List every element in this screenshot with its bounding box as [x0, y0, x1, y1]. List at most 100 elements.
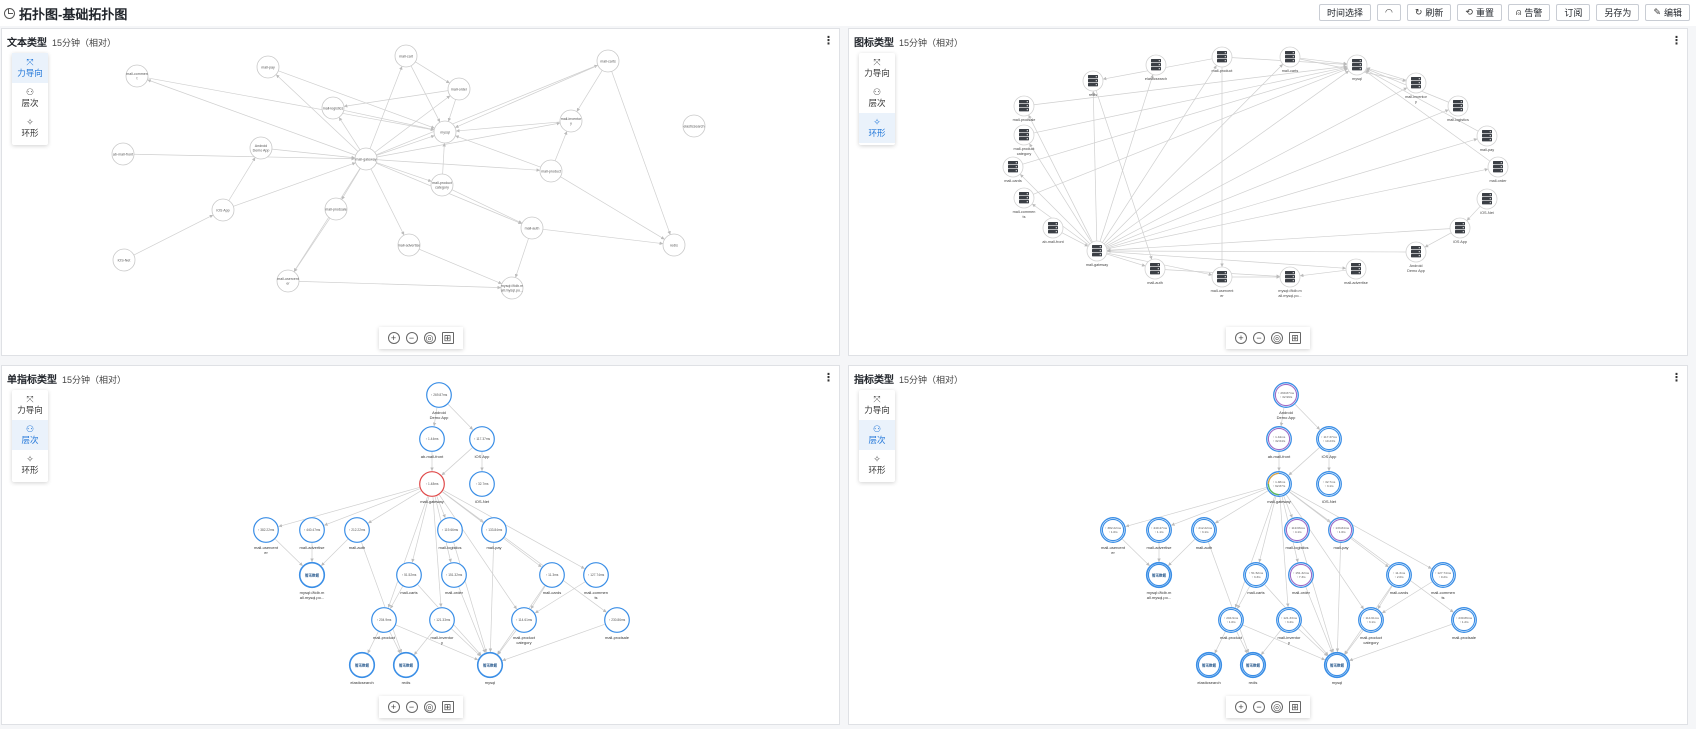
layout-force-button[interactable]: ⤧力导向 — [12, 390, 48, 420]
graph-node[interactable]: mall-advertise — [397, 233, 421, 257]
graph-node[interactable]: mall-prodsale — [1013, 95, 1036, 122]
graph-node[interactable]: 暂无数据mysql://tidb.mall.mysql.po... — [298, 561, 326, 600]
alert-button[interactable]: ⍝告警 — [1507, 4, 1551, 21]
layout-hierarchy-button[interactable]: ⚇层次 — [859, 83, 895, 113]
graph-node[interactable]: 暂无数据mysql://tidb.mall.mysql.po... — [1145, 561, 1173, 600]
layout-ring-button[interactable]: ✧环形 — [859, 450, 895, 480]
graph-node[interactable]: mall-carts — [596, 49, 620, 73]
graph-node[interactable]: mall-auth — [520, 216, 544, 240]
time-select-button[interactable]: 时间选择 — [1318, 4, 1371, 21]
zoom-in-icon[interactable]: + — [1235, 332, 1247, 344]
subscribe-button[interactable]: 订阅 — [1556, 4, 1591, 21]
graph-node[interactable]: ab-mall-front — [1042, 217, 1065, 244]
fit-view-icon[interactable]: ⊞ — [1289, 332, 1301, 344]
speed-button[interactable]: ◠ — [1377, 4, 1401, 21]
zoom-in-icon[interactable]: + — [1235, 701, 1247, 713]
graph-node[interactable]: iOS-Net — [1476, 188, 1498, 215]
graph-node[interactable]: iOS App — [1449, 217, 1471, 244]
layout-ring-button[interactable]: ✧环形 — [859, 113, 895, 143]
graph-node[interactable]: mall-prodsale — [324, 197, 348, 221]
zoom-in-icon[interactable]: + — [387, 701, 400, 713]
locate-icon[interactable]: ◎ — [423, 701, 436, 713]
more-menu-icon[interactable]: ⋮ — [1671, 35, 1682, 47]
layout-hierarchy-button[interactable]: ⚇层次 — [12, 83, 48, 113]
fit-view-icon[interactable]: ⊞ — [1289, 701, 1301, 713]
graph-node[interactable]: mall-advertise — [1344, 258, 1368, 285]
more-menu-icon[interactable]: ⋮ — [823, 372, 834, 384]
graph-node[interactable]: redis — [1082, 70, 1104, 97]
locate-icon[interactable]: ◎ — [1271, 701, 1283, 713]
graph-node[interactable]: mall-pay — [1476, 125, 1498, 152]
zoom-out-icon[interactable]: − — [1253, 332, 1265, 344]
layout-ring-button[interactable]: ✧环形 — [12, 113, 48, 143]
layout-hierarchy-button[interactable]: ⚇层次 — [859, 420, 895, 450]
zoom-out-icon[interactable]: − — [405, 701, 418, 713]
graph-node[interactable]: mall-pay — [256, 55, 280, 79]
topology-canvas[interactable]: mall-commentmall-paymall-cartmall-cartsm… — [2, 29, 841, 357]
edit-button[interactable]: ✎编辑 — [1645, 4, 1690, 21]
graph-node[interactable]: mall-product — [1212, 46, 1234, 73]
graph-node[interactable]: iOS App — [211, 198, 235, 222]
graph-node[interactable]: mall-auth — [1144, 258, 1166, 285]
zoom-in-icon[interactable]: + — [387, 332, 400, 344]
graph-node[interactable]: mall-logistics — [321, 96, 345, 120]
locate-icon[interactable]: ◎ — [1271, 332, 1283, 344]
graph-node[interactable]: iOS-Net — [112, 248, 136, 272]
graph-node[interactable]: mysql — [1346, 54, 1368, 81]
graph-node[interactable]: elasticsearch — [682, 114, 706, 138]
layout-force-button[interactable]: ⤧力导向 — [859, 53, 895, 83]
graph-node[interactable]: ab-mall-front — [111, 142, 135, 166]
graph-node[interactable]: mall-order — [1487, 156, 1509, 183]
locate-icon[interactable]: ◎ — [423, 332, 436, 344]
graph-node[interactable]: ↑ 1.44ms↑ 32.64/sab-mall-front — [1266, 426, 1292, 459]
layout-force-button[interactable]: ⤧力导向 — [859, 390, 895, 420]
zoom-out-icon[interactable]: − — [405, 332, 418, 344]
graph-node[interactable]: mysql://tidb.mall.mysql.po... — [500, 276, 524, 300]
layout-ring-button[interactable]: ✧环形 — [12, 450, 48, 480]
zoom-out-icon[interactable]: − — [1253, 701, 1265, 713]
graph-node[interactable]: mall-logistics — [1447, 95, 1469, 122]
graph-node[interactable]: mall-product — [539, 159, 563, 183]
graph-node[interactable]: mall-gateway — [354, 147, 378, 171]
fit-view-icon[interactable]: ⊞ — [441, 701, 454, 713]
